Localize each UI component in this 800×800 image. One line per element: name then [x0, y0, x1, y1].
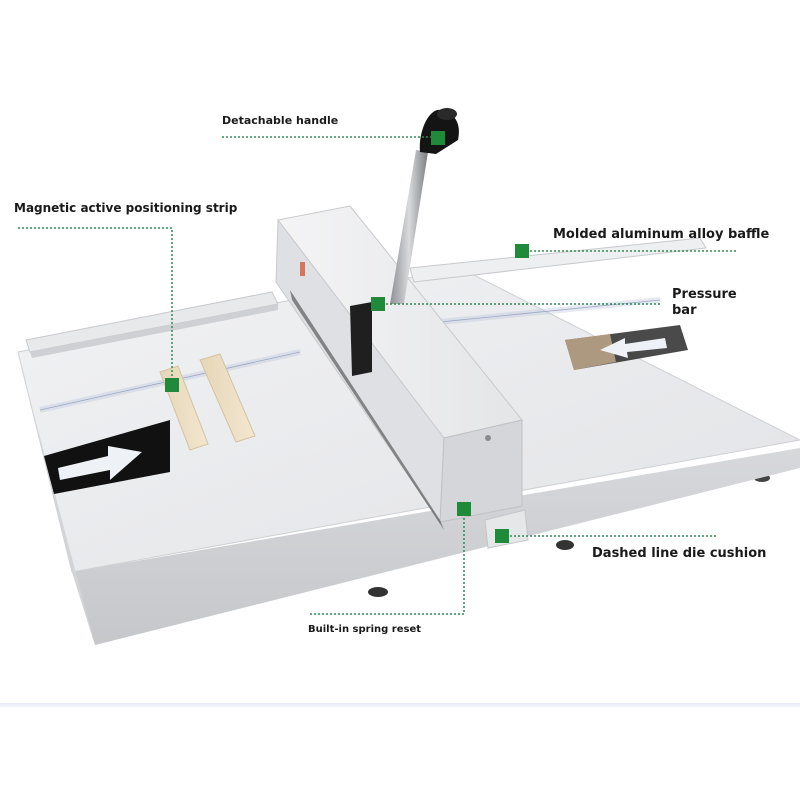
leader-spring-reset [308, 510, 465, 615]
label-pressure-bar: Pressure bar [672, 287, 737, 318]
left-arrow-panel [44, 420, 170, 494]
label-magnetic-strip: Magnetic active positioning strip [14, 201, 238, 215]
aluminum-baffle-strip [409, 237, 707, 283]
bottom-divider [0, 703, 800, 707]
marker-pressure-bar [371, 297, 385, 311]
pressure-bar-front [439, 419, 523, 523]
marker-spring-reset [457, 502, 471, 516]
positioning-block-2 [199, 353, 256, 443]
screw [485, 435, 491, 441]
marker-aluminum-baffle [515, 244, 529, 258]
marker-magnetic-strip [165, 378, 179, 392]
leader-magnetic-strip [18, 227, 173, 385]
label-aluminum-baffle: Molded aluminum alloy baffle [553, 227, 770, 242]
marker-die-cushion [495, 529, 509, 543]
arrow-right-icon [58, 446, 142, 480]
pressure-bar-slot [350, 302, 372, 376]
right-arrow-panel [565, 325, 688, 370]
base-front-edge [72, 448, 800, 645]
label-spring-reset: Built-in spring reset [308, 624, 422, 635]
arrow-left-icon [600, 338, 667, 358]
label-die-cushion: Dashed line die cushion [592, 546, 767, 561]
label-detachable-handle: Detachable handle [222, 114, 339, 127]
foot [556, 540, 574, 550]
foot [368, 587, 388, 597]
brand-mark [300, 262, 305, 276]
marker-detachable-handle [431, 131, 445, 145]
handle-rod [390, 150, 428, 304]
